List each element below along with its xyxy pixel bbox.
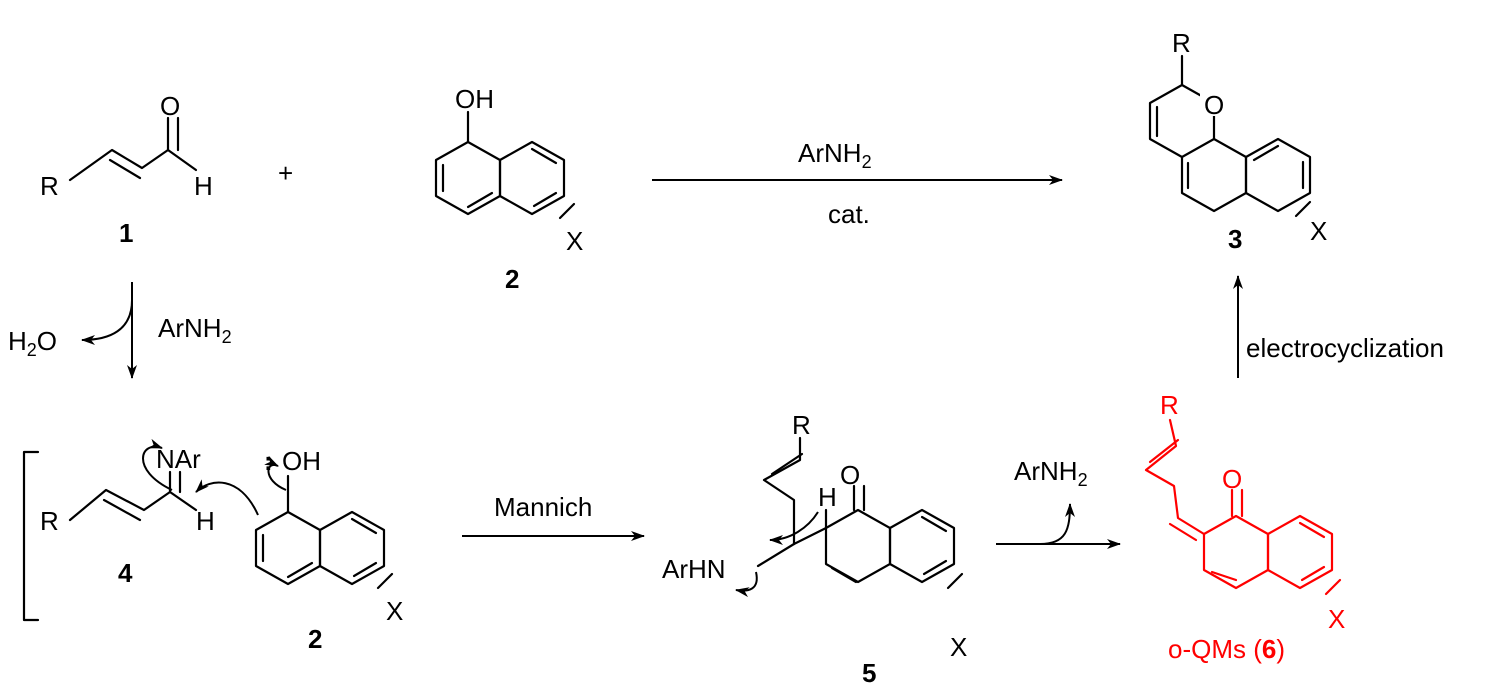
c4-h: H [196, 506, 215, 536]
electrocyclization-label: electrocyclization [1246, 333, 1444, 363]
c5-x: X [950, 632, 967, 662]
left-bracket [22, 450, 40, 622]
c4-nar: NAr [156, 444, 201, 474]
c2-bottom-oh: OH [282, 446, 321, 476]
c6-o: O [1222, 464, 1242, 494]
mannich-label: Mannich [494, 492, 592, 522]
top-condition-below: cat. [828, 199, 870, 229]
top-condition-above: ArNH2 [798, 138, 872, 172]
c2-top-x: X [566, 226, 583, 256]
c3-o: O [1204, 90, 1224, 120]
c3-number: 3 [1228, 224, 1242, 254]
down-reagent: ArNH2 [158, 313, 232, 347]
c3-r: R [1172, 28, 1191, 58]
c5-arhn: ArHN [662, 554, 726, 584]
c5-o: O [840, 460, 860, 490]
c2-top-oh: OH [455, 84, 494, 114]
c4-number: 4 [118, 558, 133, 588]
c1-number: 1 [119, 218, 133, 248]
c6-x: X [1328, 604, 1345, 634]
c5-r: R [792, 410, 811, 440]
c2-bottom-number: 2 [308, 624, 322, 654]
compound-4: R NAr H 4 [40, 438, 259, 588]
c2-top-number: 2 [505, 264, 519, 294]
c4-r: R [40, 506, 59, 536]
c2-bottom-x: X [386, 596, 403, 626]
c3-x: X [1310, 216, 1327, 246]
compound-5: R O H ArHN X 5 [662, 410, 967, 685]
plus-sign: + [278, 158, 293, 188]
compound-3: R O X 3 [1148, 28, 1327, 254]
compound-6: R O X o-QMs (6) [1144, 390, 1345, 664]
compound-2-bottom: : OH X 2 [254, 446, 403, 654]
water-loss-curve [81, 299, 133, 345]
c1-h: H [194, 171, 213, 201]
c5-number: 5 [862, 658, 876, 685]
down-byproduct: H2O [8, 326, 57, 360]
c6-label: o-QMs (6) [1168, 634, 1285, 664]
c5-h: H [818, 482, 837, 512]
c1-o: O [160, 91, 180, 121]
compound-1: R O H 1 [40, 91, 213, 248]
elim-byproduct: ArNH2 [1014, 456, 1088, 490]
elimination-curve [1039, 503, 1075, 545]
c1-r: R [40, 171, 59, 201]
c6-r: R [1160, 390, 1179, 420]
compound-2-top: OH X 2 [434, 84, 583, 294]
